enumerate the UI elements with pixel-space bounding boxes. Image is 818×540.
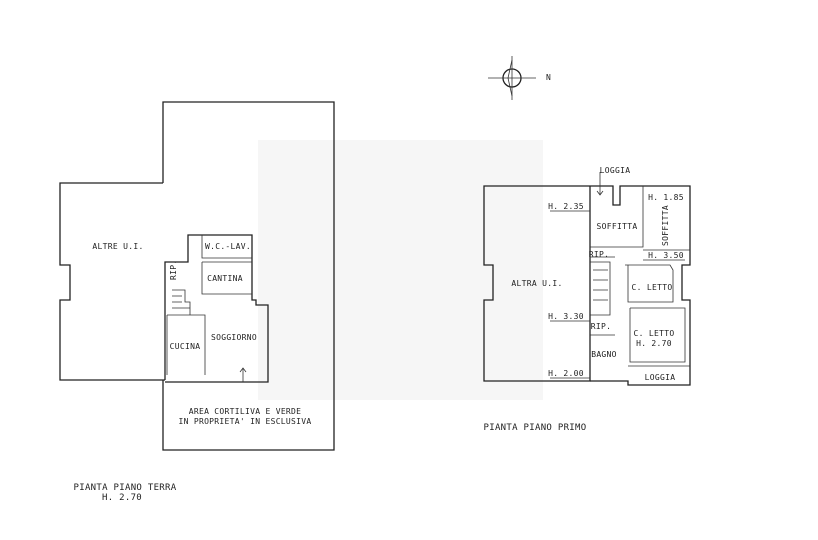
room-label-loggia-bottom: LOGGIA — [645, 373, 676, 382]
altra-ui-outline — [483, 185, 591, 382]
ground-floor-height: H. 2.70 — [102, 493, 142, 503]
north-compass-icon: N — [488, 56, 551, 100]
room-label-rip-1: RIP. — [589, 250, 609, 259]
height-label-1-85: H. 1.85 — [648, 193, 684, 202]
room-label-rip: RIP. — [169, 260, 178, 280]
first-floor-plan: LOGGIA H. 2.35 SOFFITTA H. 1.85 SOFFITTA… — [483, 166, 691, 433]
room-label-letto-2: C. LETTO — [634, 329, 675, 338]
room-label-letto-1: C. LETTO — [632, 283, 673, 292]
room-label-soffitta-1: SOFFITTA — [597, 222, 638, 231]
unit-walls — [590, 185, 691, 386]
altre-ui-outline — [59, 182, 165, 381]
room-label-loggia-top: LOGGIA — [600, 166, 631, 175]
lot-outline — [162, 101, 335, 451]
room-label-altre: ALTRE U.I. — [92, 242, 143, 251]
first-floor-title: PIANTA PIANO PRIMO — [484, 423, 587, 433]
house-walls — [164, 234, 269, 383]
height-label-letto-2: H. 2.70 — [636, 339, 672, 348]
room-label-soffitta-2: SOFFITTA — [661, 205, 670, 246]
height-label-2-00: H. 2.00 — [548, 369, 584, 378]
room-label-cucina: CUCINA — [170, 342, 201, 351]
ground-floor-plan: W.C.-LAV. CANTINA RIP. CUCINA SOGGIORNO … — [59, 101, 335, 503]
height-label-2-35: H. 2.35 — [548, 202, 584, 211]
courtyard-label-line1: AREA CORTILIVA E VERDE — [189, 407, 302, 416]
room-label-soggiorno: SOGGIORNO — [211, 333, 257, 342]
north-label: N — [546, 73, 551, 82]
ground-floor-title: PIANTA PIANO TERRA — [74, 483, 177, 493]
height-label-3-30: H. 3.30 — [548, 312, 584, 321]
room-label-cantina: CANTINA — [207, 274, 243, 283]
room-label-altra: ALTRA U.I. — [511, 279, 562, 288]
room-label-wc: W.C.-LAV. — [205, 242, 251, 251]
courtyard-label-line2: IN PROPRIETA' IN ESCLUSIVA — [178, 417, 311, 426]
room-label-bagno: BAGNO — [591, 350, 617, 359]
height-label-3-50: H. 3.50 — [648, 251, 684, 260]
faint-background-area — [258, 140, 543, 400]
room-label-rip-2: RIP. — [591, 322, 611, 331]
